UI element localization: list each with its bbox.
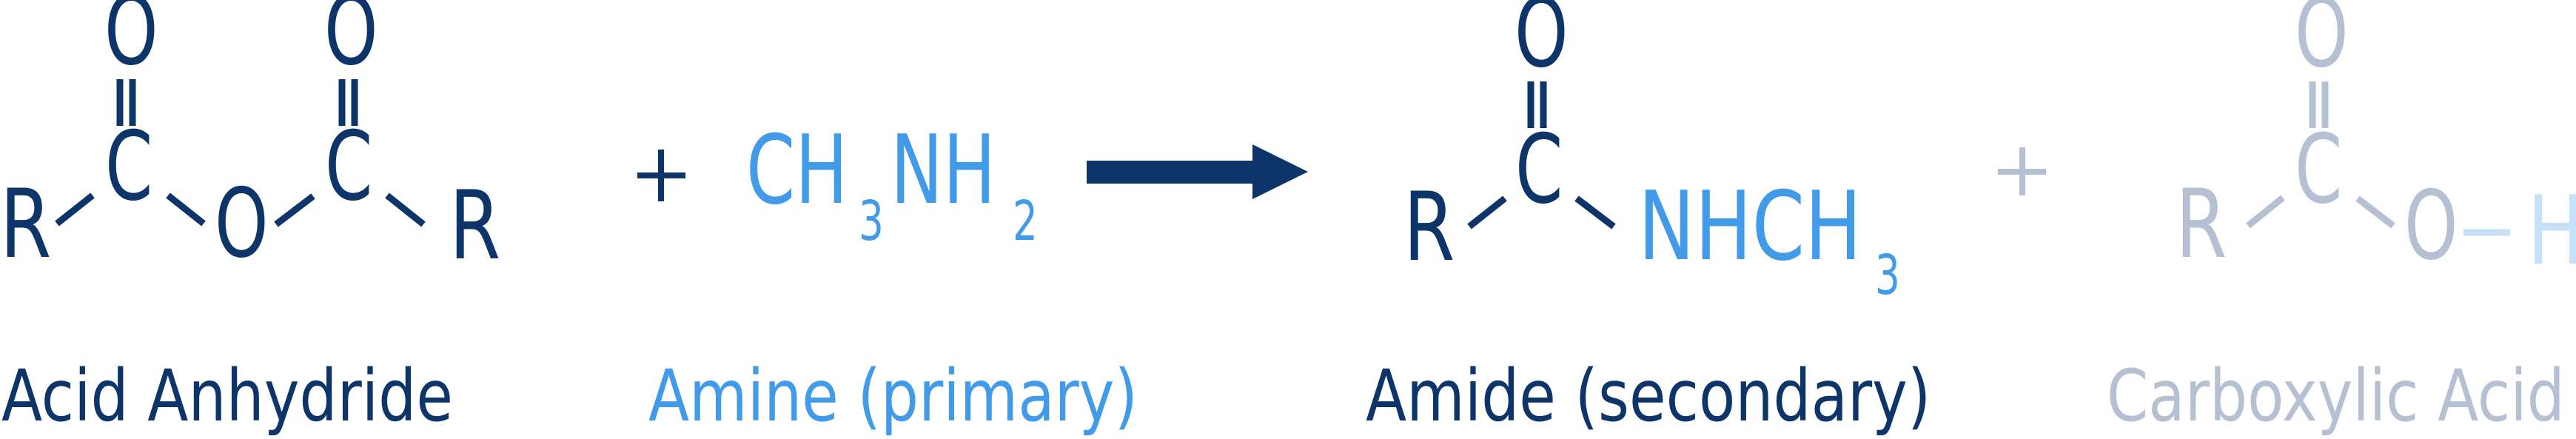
formula-sub-2: 2: [1013, 190, 1038, 253]
reaction-arrow-icon: [1087, 144, 1308, 199]
formula-sub-3: 3: [859, 190, 884, 253]
atom-r-right: R: [449, 171, 501, 281]
label-amine-primary: Amine (primary): [648, 355, 1138, 438]
acid-atom-o: O: [2404, 171, 2458, 281]
atom-r-left: R: [0, 170, 52, 280]
formula-nh: NH: [890, 115, 996, 226]
amide-bonds: [1467, 81, 1616, 229]
atom-c-1: C: [105, 112, 153, 222]
carboxylic-acid-bonds: [2246, 81, 2395, 229]
acid-atom-h: H: [2527, 184, 2576, 279]
atom-c-2: C: [325, 112, 373, 222]
anhydride-bonds: [55, 79, 426, 227]
label-carboxylic-acid: Carboxylic Acid: [2107, 355, 2565, 438]
atom-o-bridge: O: [215, 169, 269, 279]
plus-sign-1: [637, 150, 685, 201]
label-amide-secondary: Amide (secondary): [1366, 355, 1931, 438]
formula-ch: CH: [746, 115, 848, 226]
acid-atom-o-top: O: [2295, 0, 2349, 89]
amide-atom-r: R: [1403, 172, 1455, 283]
amide-group-sub-3: 3: [1875, 244, 1900, 307]
atom-o-top-2: O: [324, 0, 378, 87]
amide-group-nhch: NHCH: [1638, 172, 1862, 282]
acid-atom-c: C: [2295, 115, 2343, 225]
acid-atom-r: R: [2176, 170, 2227, 280]
amide-atom-c: C: [1515, 115, 1563, 225]
amide-atom-o: O: [1515, 0, 1569, 89]
atom-o-top-1: O: [104, 0, 158, 87]
label-acid-anhydride: Acid Anhydride: [1, 355, 453, 438]
plus-sign-2: [1998, 147, 2046, 195]
